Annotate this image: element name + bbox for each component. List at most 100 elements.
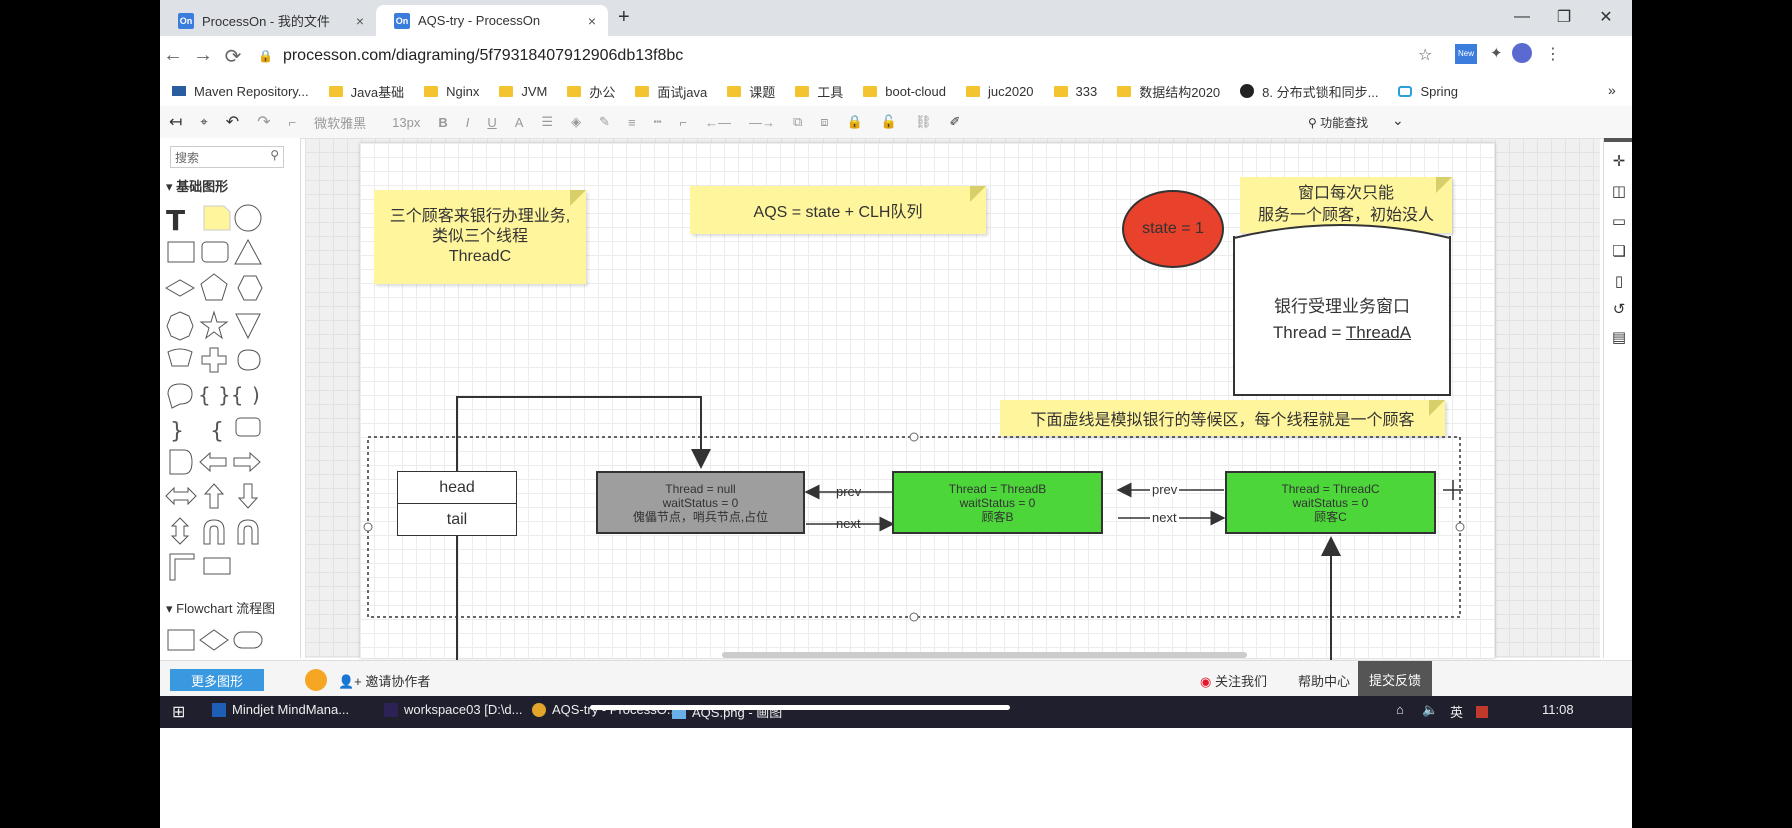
ime-indicator[interactable]: 英 [1450,705,1464,720]
bookmark-folder-topics[interactable]: 课题 [727,82,775,101]
taskbar-item-eclipse[interactable]: workspace03 [D:\d... [384,702,523,717]
bookmark-folder-juc2020[interactable]: juc2020 [965,84,1034,99]
thread-b-node[interactable]: Thread = ThreadB waitStatus = 0 顾客B [892,471,1103,534]
shape-search-input[interactable]: 搜索 ⚲ [170,146,284,168]
brace-left-shape-icon[interactable]: { [198,383,211,407]
u-turn-shape-icon[interactable] [203,519,225,545]
banner-shape-icon[interactable] [167,348,193,367]
app-tray-icon[interactable] [1476,706,1488,718]
style-panel-icon[interactable]: ◫ [1611,183,1627,200]
bookmark-folder-office[interactable]: 办公 [567,82,615,101]
horizontal-scrollbar[interactable] [722,652,1247,658]
arrow-left-shape-icon[interactable] [199,451,227,473]
network-icon[interactable]: ⌂ [1396,702,1404,717]
sentinel-node[interactable]: Thread = null waitStatus = 0 傀儡节点，哨兵节点,占… [596,471,805,534]
bookmark-folder-333[interactable]: 333 [1053,84,1097,99]
collapse-toolbar-icon[interactable]: ⌄ [1392,112,1404,128]
forward-button[interactable]: → [193,44,213,66]
process-shape-icon[interactable] [167,629,195,651]
section-flowchart[interactable]: ▾ Flowchart 流程图 [166,601,276,616]
selection-handle[interactable] [909,432,919,442]
bookmark-folder-nginx[interactable]: Nginx [424,84,479,99]
basic-shapes-grid[interactable]: T { }{ ) } { [160,198,288,588]
bookmark-star-icon[interactable]: ☆ [1418,47,1433,64]
bookmark-folder-tools[interactable]: 工具 [795,82,843,101]
magic-wand-icon[interactable]: ✐ [949,114,961,129]
tab-aqs-try[interactable]: On AQS-try - ProcessOn × [376,5,608,36]
star-shape-icon[interactable] [199,310,229,340]
lock-shape-icon[interactable]: 🔒 [846,114,863,129]
bookmark-maven[interactable]: Maven Repository... [172,84,309,99]
cloud-shape-icon[interactable] [237,349,261,371]
feedback-button[interactable]: 提交反馈 [1358,661,1432,697]
corner-shape-icon[interactable] [169,553,195,581]
callout-shape-icon[interactable] [167,383,193,409]
rounded-rect-shape-icon[interactable] [201,241,229,263]
bookmark-folder-jvm[interactable]: JVM [499,84,547,99]
arrow-right-shape-icon[interactable] [233,451,261,473]
new-tab-button[interactable]: + [618,6,630,28]
selection-handle[interactable] [909,612,919,622]
minimize-button[interactable]: — [1514,8,1530,25]
pentagon-shape-icon[interactable] [200,273,228,301]
terminator-shape-icon[interactable] [233,631,263,649]
history-icon[interactable]: ↺ [1612,301,1626,318]
url-field[interactable]: 🔒 processon.com/diagraming/5f79318407912… [258,42,1618,70]
italic-button[interactable]: I [465,114,470,130]
triangle-shape-icon[interactable] [234,238,262,265]
note-waiting-area[interactable]: 下面虚线是模拟银行的等候区，每个线程就是一个顾客 [1000,400,1445,436]
font-color-button[interactable]: A [514,114,524,130]
section-basic-shapes[interactable]: ▾ 基础图形 [166,179,229,194]
font-family-select[interactable]: 微软雅黑 [314,115,367,131]
close-tab-icon[interactable]: × [587,12,596,29]
octagon-shape-icon[interactable] [166,311,194,341]
brace-right-shape-icon[interactable]: } [170,419,184,444]
note-aqs-formula[interactable]: AQS = state + CLH队列 [690,186,986,234]
hexagon-shape-icon[interactable] [237,275,263,301]
double-arrow-shape-icon[interactable] [165,486,197,506]
more-shapes-button[interactable]: 更多图形 [170,669,264,691]
close-window-button[interactable]: ✕ [1599,9,1613,26]
extensions-puzzle-icon[interactable]: ✦ [1490,45,1503,62]
fill-color-icon[interactable]: ◈ [571,114,582,129]
font-size-select[interactable]: 13px [392,114,421,130]
bookmark-folder-boot-cloud[interactable]: boot-cloud [863,84,946,99]
windows-start-icon[interactable]: ⊞ [172,704,186,721]
user-avatar[interactable] [305,669,327,691]
state-circle[interactable]: state = 1 [1122,190,1224,268]
selection-handle[interactable] [1455,522,1465,532]
layers-icon[interactable]: ❏ [1612,243,1626,260]
bracket-shape-icon[interactable]: ) [252,383,260,407]
inverted-triangle-shape-icon[interactable] [235,313,261,340]
document-shape-icon[interactable] [235,417,261,437]
brace-pair-shape-icon[interactable]: }{ [218,383,243,407]
arrow-down-shape-icon[interactable] [237,483,259,509]
line-width-icon[interactable]: ≡ [627,114,636,130]
page-settings-icon[interactable]: ▭ [1611,213,1627,230]
clock[interactable]: 11:08 [1542,702,1574,717]
back-button[interactable]: ← [163,44,183,66]
feature-search-button[interactable]: ⚲ 功能查找 [1308,116,1369,130]
note-customers[interactable]: 三个顾客来银行办理业务, 类似三个线程 ThreadC [374,190,586,284]
u-turn-arrow-shape-icon[interactable] [237,519,259,545]
format-painter-icon[interactable]: ⌐ [288,114,297,130]
profile-avatar-icon[interactable] [1512,43,1532,63]
close-tab-icon[interactable]: × [355,12,364,29]
cross-shape-icon[interactable] [201,347,227,373]
underline-button[interactable]: U [487,114,497,130]
bookmark-folder-datastruct[interactable]: 数据结构2020 [1117,82,1220,101]
reload-button[interactable]: ⟳ [224,46,242,68]
thread-c-node[interactable]: Thread = ThreadC waitStatus = 0 顾客C [1225,471,1436,534]
head-pointer-box[interactable]: head [397,471,517,504]
note-window-rule[interactable]: 窗口每次只能 服务一个顾客，初始没人 [1240,177,1452,233]
selection-handle[interactable] [363,522,373,532]
arrow-end-icon[interactable]: —→ [749,114,775,130]
maximize-button[interactable]: ❐ [1556,9,1572,26]
send-back-icon[interactable]: ⧈ [820,114,829,129]
follow-us-button[interactable]: ◉ 关注我们 [1200,674,1267,689]
brace-open-shape-icon[interactable]: { [210,419,224,444]
new-extension-icon[interactable]: New [1455,44,1477,64]
small-rect-shape-icon[interactable] [203,557,231,575]
link-icon[interactable]: ⛓ [914,114,932,129]
more-bookmarks-icon[interactable]: » [1608,82,1616,98]
